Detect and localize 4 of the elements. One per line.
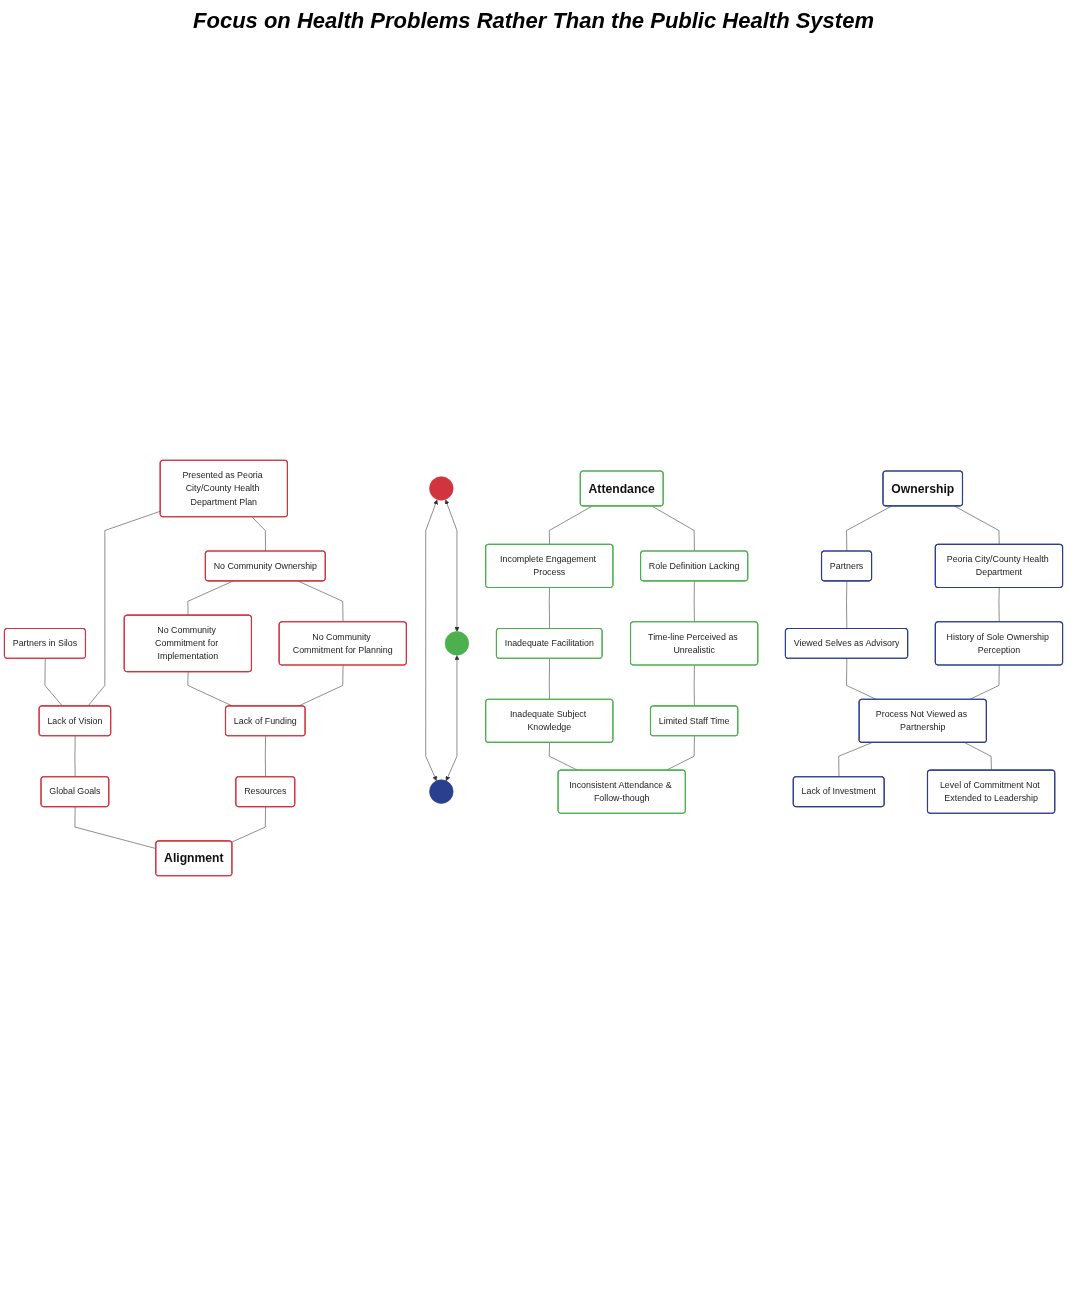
node-circle: [429, 779, 454, 804]
node-circle: [429, 476, 454, 501]
center-note: Focus on Health Problems Rather Than the Public Health System: [193, 8, 874, 34]
node-circle: [444, 631, 470, 656]
